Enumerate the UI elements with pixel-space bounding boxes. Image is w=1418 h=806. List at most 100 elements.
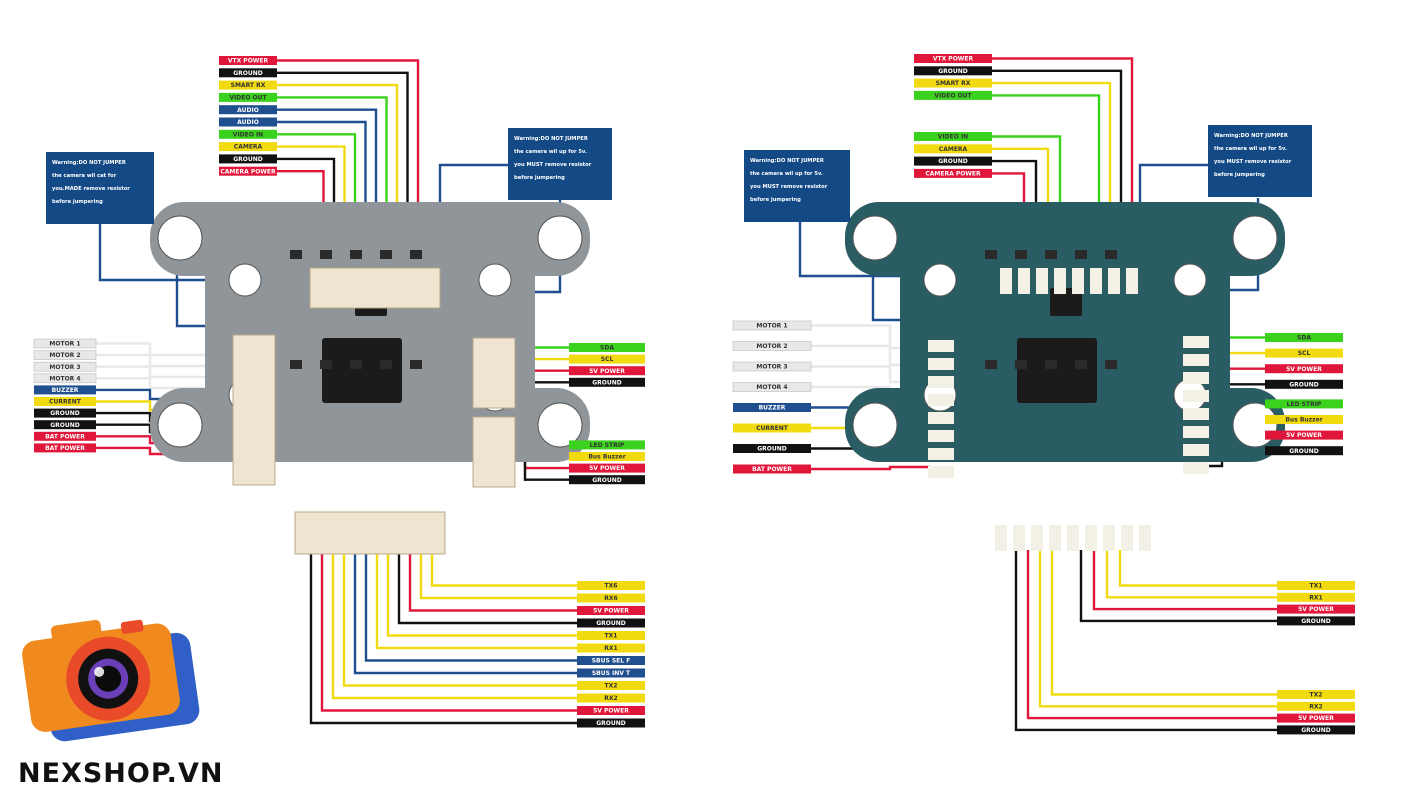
pin-label-text: SBUS SEL F <box>592 658 631 665</box>
pin-label-bg <box>219 166 277 176</box>
pin-label-bg <box>569 440 645 450</box>
pin-label: LED STRIP <box>569 440 645 450</box>
pin-label: TX6 <box>577 581 645 590</box>
pin-label-bg <box>34 408 96 418</box>
pin-label-bg <box>34 397 96 406</box>
pin-label-bg <box>732 361 812 372</box>
pin-label: VTX POWER <box>914 54 992 63</box>
pin-label: 5V POWER <box>1265 430 1343 440</box>
bottom-wire <box>397 550 577 625</box>
pin-label: BAT POWER <box>34 431 96 441</box>
pin-label-bg <box>577 681 645 690</box>
pin-label-text: CAMERA <box>234 144 263 151</box>
pin-label-bg <box>33 350 97 360</box>
solder-pad-icon <box>928 466 954 478</box>
solder-pad-icon <box>1067 525 1079 551</box>
pin-label-bg <box>732 320 812 331</box>
pin-label: SMART RX <box>219 80 277 90</box>
pin-label-bg <box>732 382 812 392</box>
pin-label-bg <box>33 373 97 384</box>
warning-line: before jumpering <box>52 199 103 205</box>
top-wire <box>992 57 1134 270</box>
pin-label-bg <box>1277 604 1355 614</box>
pin-label-bg <box>577 668 645 678</box>
pin-label-bg <box>1277 592 1355 602</box>
brand-wordmark: NEXSHOP.VN <box>18 758 224 789</box>
left-wire <box>96 365 238 379</box>
pin-label-text: MOTOR 1 <box>756 323 787 330</box>
pin-label: VIDEO IN <box>219 129 277 139</box>
pin-label-text: VTX POWER <box>933 56 974 63</box>
pin-label-text: Bus Buzzer <box>588 454 625 461</box>
pin-label-text: GROUND <box>938 68 968 75</box>
warning-box: Warning:DO NOT JUMPER the camera wil up f… <box>744 150 850 222</box>
pin-label-text: BUZZER <box>759 405 786 412</box>
bottom-wire <box>1092 550 1277 611</box>
mount-hole-icon <box>1232 215 1278 261</box>
pin-label: CURRENT <box>733 423 811 433</box>
pin-label-text: 5V POWER <box>1298 715 1334 722</box>
pin-label-text: GROUND <box>1301 727 1331 734</box>
pin-label: GROUND <box>34 420 96 430</box>
left-wire <box>811 465 930 471</box>
left-wire <box>96 342 238 357</box>
pin-label-text: BAT POWER <box>45 433 85 440</box>
pin-label-text: GROUND <box>757 446 787 453</box>
warning-line: the camera wil up for 5v. <box>1214 146 1287 152</box>
pin-label-bg <box>569 354 645 364</box>
pin-label-bg <box>219 117 277 127</box>
pin-label-bg <box>577 693 645 703</box>
solder-pad-icon <box>1121 525 1133 551</box>
pin-label-bg <box>34 420 96 430</box>
pin-label-text: SDA <box>600 345 614 352</box>
pin-label: 5V POWER <box>569 366 645 376</box>
mcu-chip-icon <box>322 338 402 403</box>
solder-pad-icon <box>928 376 954 388</box>
bottom-wire <box>419 550 577 600</box>
mount-hole-icon <box>537 402 583 448</box>
pin-label-text: VIDEO IN <box>938 134 968 141</box>
pin-label: CAMERA POWER <box>219 166 277 176</box>
solder-pad-icon <box>995 525 1007 551</box>
pin-label-text: VIDEO OUT <box>934 93 972 100</box>
pin-label-text: LED STRIP <box>590 442 625 449</box>
pin-label-bg <box>914 144 992 154</box>
pin-label: SDA <box>569 343 645 352</box>
pin-label: SMART RX <box>914 78 992 88</box>
pin-label-text: VTX POWER <box>228 58 269 65</box>
warning-line: Warning:DO NOT JUMPER <box>1214 133 1288 139</box>
pin-label-text: GROUND <box>50 422 80 429</box>
pin-label-text: VIDEO OUT <box>229 95 267 102</box>
connector-header-icon <box>472 337 516 409</box>
solder-pad-icon <box>928 412 954 424</box>
pin-label-text: GROUND <box>50 410 80 417</box>
pin-label-bg <box>1277 616 1355 626</box>
pin-label-text: 5V POWER <box>1298 606 1334 613</box>
pin-label: MOTOR 3 <box>732 361 812 372</box>
pin-label-text: 5V POWER <box>1286 366 1322 373</box>
solder-pad-icon <box>1072 268 1084 294</box>
warning-box-bg <box>1208 125 1312 197</box>
pin-label-text: SBUS INV T <box>592 670 631 677</box>
pin-label-text: 5V POWER <box>589 465 625 472</box>
solder-pad-icon <box>1183 354 1209 366</box>
warning-line: Warning:DO NOT JUMPER <box>750 158 824 164</box>
pin-label: SCL <box>1265 348 1343 358</box>
pin-label-bg <box>577 656 645 665</box>
pin-label: RX1 <box>577 643 645 653</box>
pin-label-bg <box>577 593 645 603</box>
pin-label-text: MOTOR 3 <box>756 364 787 371</box>
pin-label-text: GROUND <box>1289 448 1319 455</box>
warning-line: the camera wil up for 5v. <box>750 171 823 177</box>
solder-pad-icon <box>1183 390 1209 402</box>
pin-label-text: CAMERA <box>939 146 968 153</box>
pin-label-text: TX1 <box>1310 583 1323 590</box>
warning-line: you MUST remove resistor <box>514 162 592 168</box>
pin-label: BUZZER <box>34 385 96 395</box>
pin-label-bg <box>732 341 812 351</box>
pin-label: AUDIO <box>219 105 277 115</box>
pin-label-bg <box>914 66 992 76</box>
pin-label: TX1 <box>577 631 645 640</box>
